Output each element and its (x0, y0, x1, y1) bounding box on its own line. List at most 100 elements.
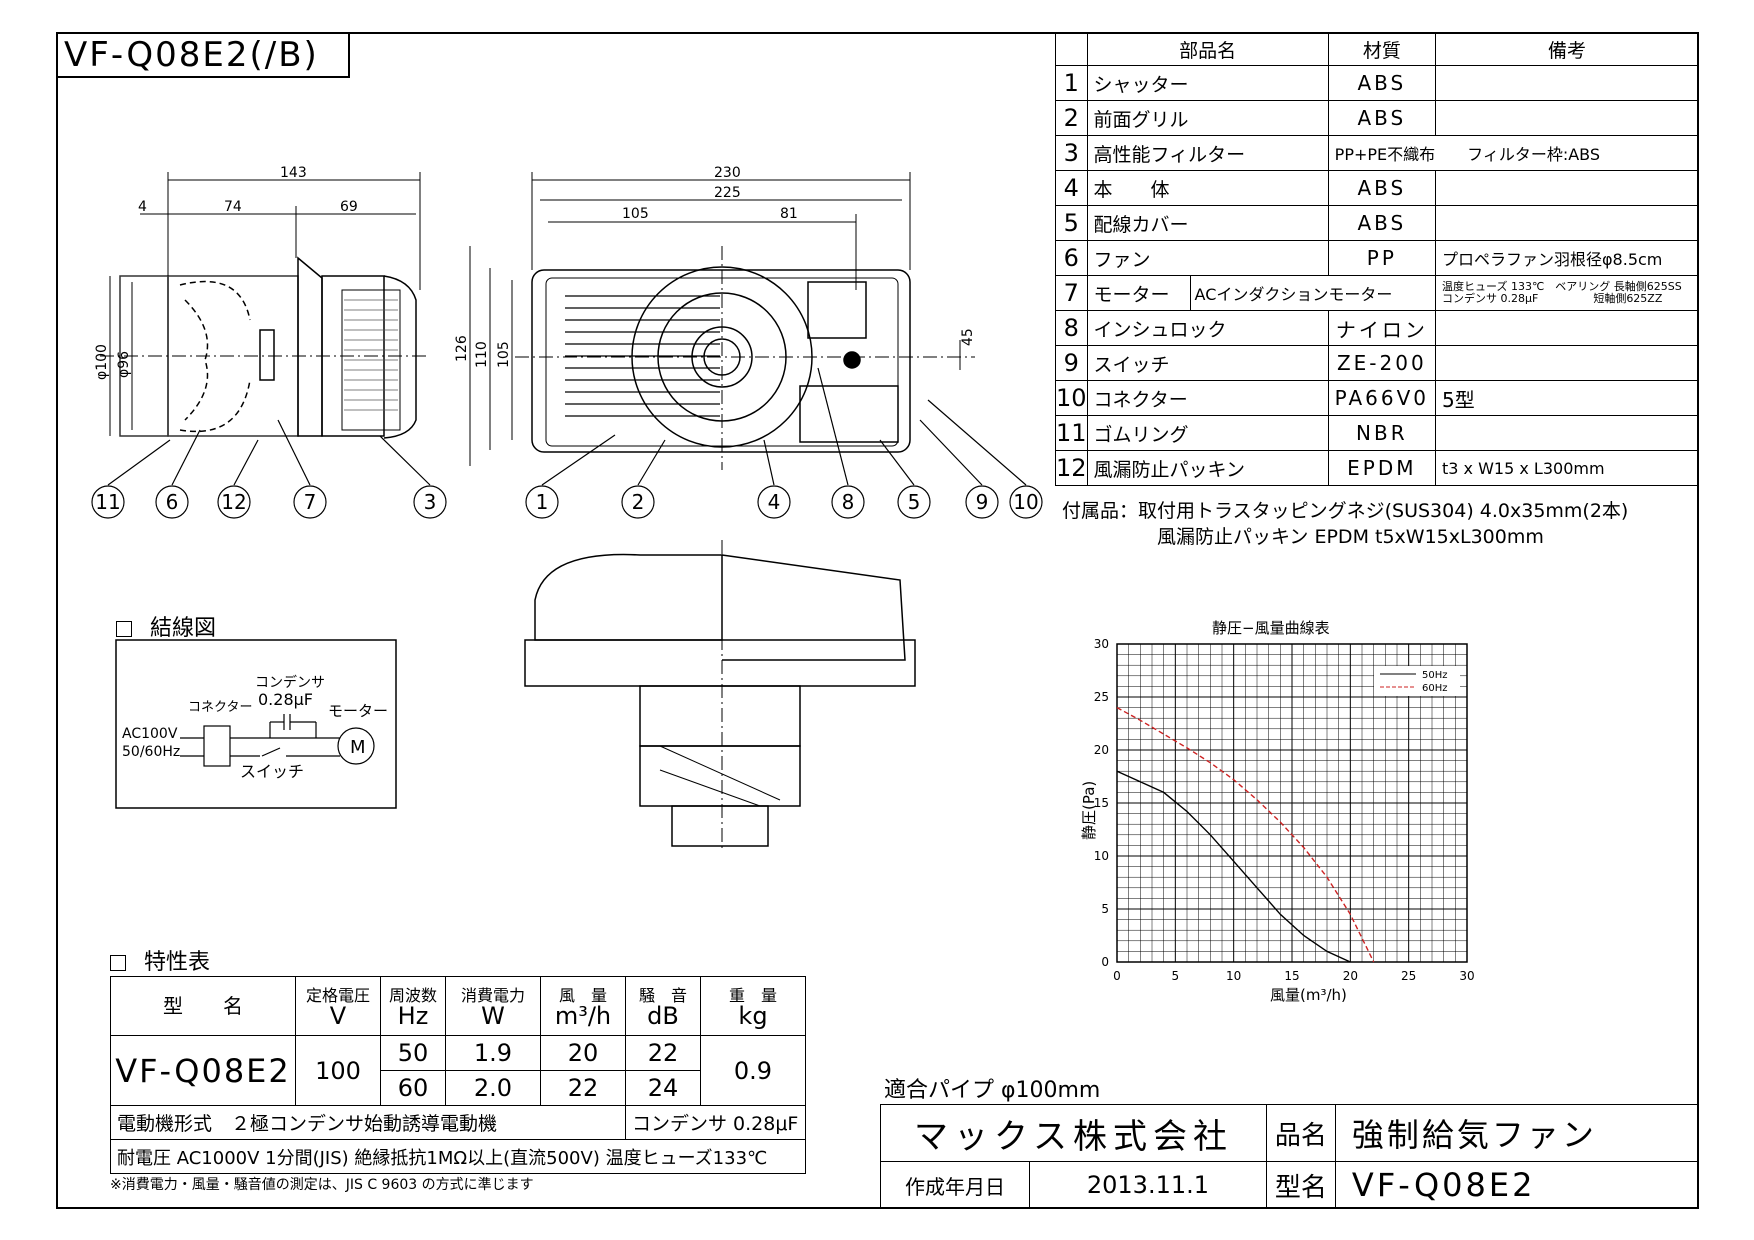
chart-ytick-label: 10 (1094, 849, 1109, 863)
part-note (1435, 345, 1699, 381)
part-material: PP+PE不織布 (1334, 145, 1436, 164)
callout-label: 12 (221, 490, 246, 514)
date-label: 作成年月日 (880, 1161, 1030, 1209)
part-name: 風漏防止パッキン (1086, 450, 1329, 486)
callout-label: 2 (632, 490, 645, 514)
char-header-power-label: 消費電力 (460, 986, 525, 1005)
chart-series-line-60Hz (1116, 706, 1375, 963)
part-note (1435, 310, 1699, 346)
company-name: マックス株式会社 (880, 1104, 1267, 1162)
char-noise: 22 (625, 1035, 701, 1071)
part-name: モーター (1086, 275, 1191, 311)
front-view (515, 246, 975, 470)
chart-xtick-label: 5 (1172, 969, 1180, 983)
char-header-model: 型 名 (110, 976, 296, 1036)
title-block: マックス株式会社 品名 強制給気ファン 作成年月日 2013.11.1 型名 V… (880, 1104, 1700, 1209)
char-header-voltage-label: 定格電圧 (305, 986, 370, 1005)
characteristics-title: 特性表 (144, 950, 211, 975)
char-weight: 0.9 (700, 1035, 806, 1106)
model-label: 型名 (1265, 1161, 1336, 1209)
chart-xtick-label: 30 (1459, 969, 1474, 983)
part-no: 8 (1055, 310, 1088, 346)
part-material: ACインダクションモーター (1189, 275, 1437, 311)
section-square-icon (110, 955, 126, 971)
char-footnote: ※消費電力・風量・騒音値の測定は、JIS C 9603 の方式に準じます (110, 1177, 534, 1193)
char-header-power-unit: W (481, 1002, 505, 1030)
char-header-airflow-unit: m³/h (554, 1002, 612, 1030)
wiring-condenser-value: 0.28μF (258, 690, 314, 709)
part-no: 1 (1055, 65, 1088, 101)
callout-label: 10 (1013, 490, 1038, 514)
legend-60hz: 60Hz (1422, 683, 1448, 694)
char-header-freq-label: 周波数 (388, 986, 437, 1005)
wiring-diagram: M (115, 639, 397, 809)
dim-69: 69 (340, 199, 358, 215)
dim-74: 74 (224, 199, 242, 215)
part-no: 7 (1055, 275, 1088, 311)
parts-header-material: 材質 (1327, 32, 1437, 66)
motor-symbol: M (350, 737, 366, 758)
chart-xtick-label: 25 (1401, 969, 1416, 983)
chart-ytick-label: 5 (1101, 902, 1109, 916)
characteristics-row: VF-Q08E2 100 50 1.9 20 22 0.9 (110, 1035, 806, 1106)
part-name: ゴムリング (1086, 415, 1329, 451)
dim-126: 126 (454, 335, 470, 362)
dim-143: 143 (280, 165, 307, 181)
chart-ytick-label: 15 (1094, 796, 1109, 810)
dim-105: 105 (622, 206, 649, 222)
callout-label: 8 (842, 490, 855, 514)
char-header-noise-unit: dB (647, 1002, 679, 1030)
chart-xtick-label: 10 (1226, 969, 1241, 983)
part-note-line2: コンデンサ 0.28μF 短軸側625ZZ (1442, 292, 1663, 305)
callout-label: 6 (166, 490, 179, 514)
part-note: プロペラファン羽根径φ8.5cm (1435, 240, 1699, 276)
callout-label: 1 (536, 490, 549, 514)
chart-xtick-label: 15 (1284, 969, 1299, 983)
part-material: NBR (1327, 415, 1437, 451)
chart-frame (1116, 643, 1468, 963)
char-header-noise-label: 騒 音 (638, 986, 687, 1005)
char-condenser: コンデンサ 0.28μF (625, 1105, 806, 1140)
dim-230: 230 (714, 165, 741, 181)
char-voltage: 100 (295, 1035, 381, 1106)
char-header-voltage-unit: V (329, 1002, 347, 1030)
part-material: ZE-200 (1327, 345, 1437, 381)
part-note (1435, 415, 1699, 451)
dim-dia100: φ100 (94, 344, 110, 380)
section-square-icon (116, 621, 132, 637)
char-noise: 24 (625, 1070, 701, 1106)
dimension-lines (109, 172, 961, 466)
callout-label: 5 (908, 490, 921, 514)
part-note: t3 x W15 x L300mm (1435, 450, 1699, 486)
char-motor-type: 電動機形式 ２極コンデンサ始動誘導電動機 (110, 1105, 626, 1140)
chart-title: 静圧−風量曲線表 (1212, 619, 1330, 637)
model-value: VF-Q08E2 (1334, 1161, 1700, 1209)
part-note: フィルター枠:ABS (1467, 145, 1601, 164)
part-material: PA66V0 (1327, 380, 1437, 416)
product-label: 品名 (1265, 1104, 1336, 1162)
wiring-title: 結線図 (150, 616, 217, 641)
callout-label: 9 (976, 490, 989, 514)
char-airflow: 20 (540, 1035, 626, 1071)
drawing-title: VF-Q08E2(/B) (56, 32, 350, 78)
callout-label: 11 (95, 490, 120, 514)
chart-ylabel: 静圧(Pa) (1080, 781, 1098, 840)
part-material: ABS (1327, 170, 1437, 206)
char-watts: 2.0 (445, 1070, 541, 1106)
side-view (100, 256, 430, 439)
part-note: 5型 (1435, 380, 1699, 416)
chart-legend: 50Hz 60Hz (1374, 666, 1460, 696)
